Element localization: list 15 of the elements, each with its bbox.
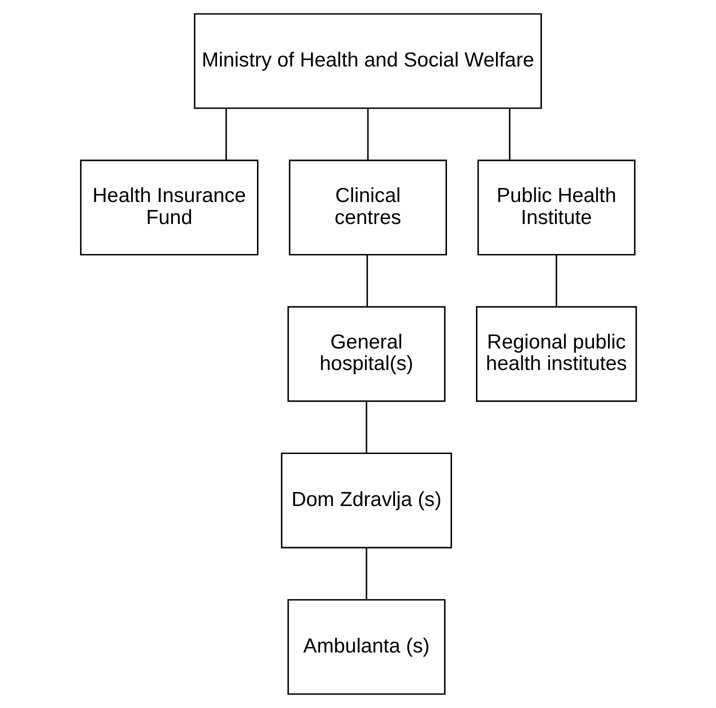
connector — [508, 108, 510, 160]
node-box: General hospital(s) — [286, 306, 446, 402]
node-box: Health Insurance Fund — [80, 160, 258, 256]
node-box: Regional public health institutes — [475, 306, 636, 402]
connector — [366, 254, 368, 306]
node-box: Ministry of Health and Social Welfare — [193, 13, 542, 109]
node-box: Clinical centres — [288, 160, 446, 256]
connector — [555, 254, 557, 306]
connector — [224, 108, 226, 160]
node-box: Dom Zdravlja (s) — [280, 452, 452, 548]
node-box: Public Health Institute — [476, 160, 635, 256]
connector — [365, 401, 367, 453]
connector — [365, 548, 367, 600]
node-box: Ambulanta (s) — [286, 599, 446, 695]
connector — [366, 108, 368, 160]
